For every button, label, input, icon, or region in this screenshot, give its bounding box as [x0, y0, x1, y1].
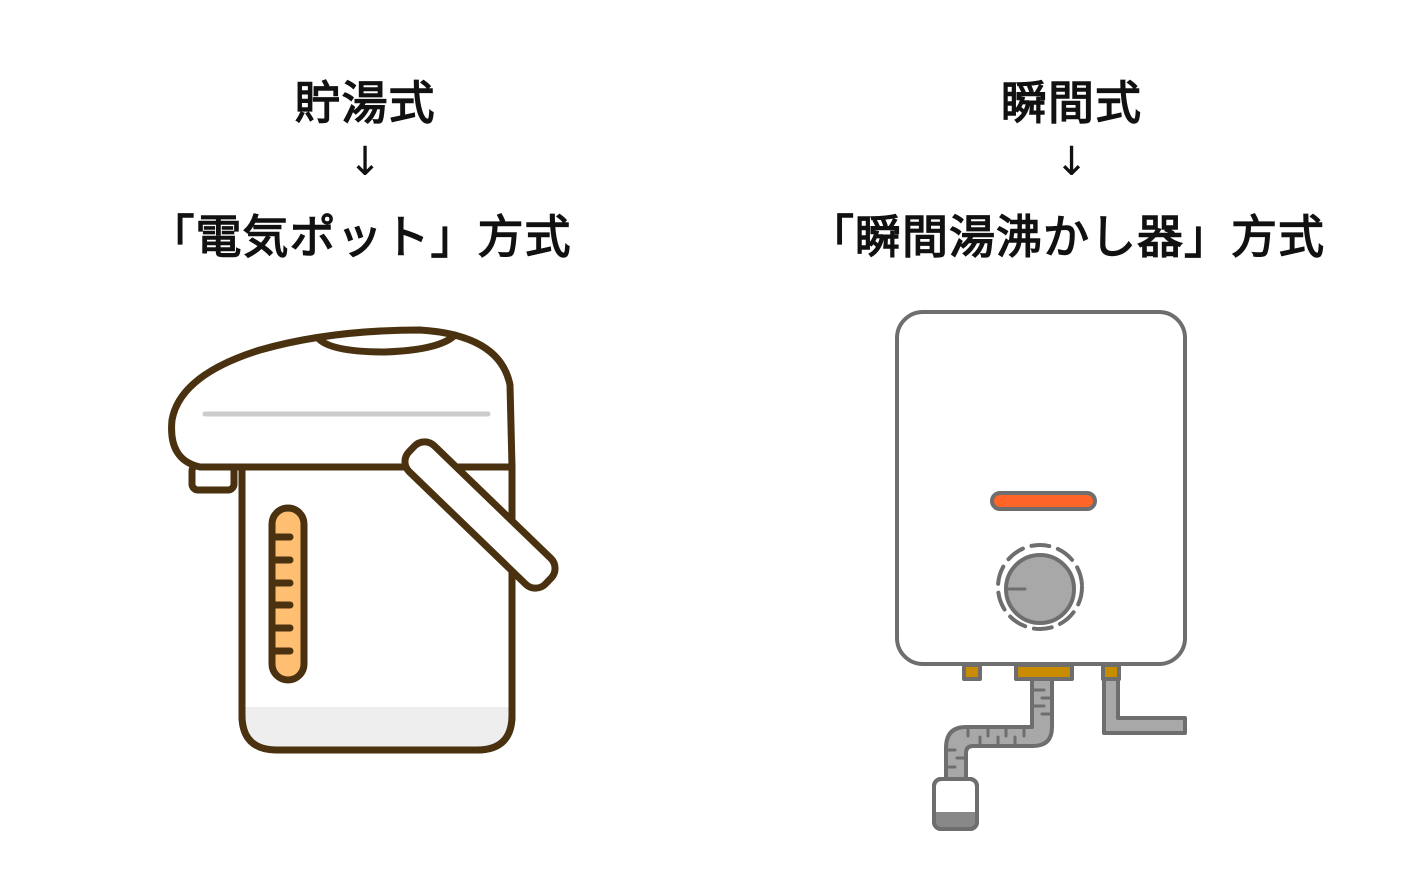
storage-method-label: 「電気ポット」方式 [148, 210, 572, 264]
down-arrow-icon: ↓ [348, 139, 382, 185]
instant-method-label: 「瞬間湯沸かし器」方式 [808, 210, 1325, 264]
electric-pot-icon [168, 326, 559, 754]
instant-type-title: 瞬間式 [1001, 76, 1142, 130]
storage-type-title: 貯湯式 [294, 76, 436, 130]
instant-water-heater-icon [895, 310, 1187, 831]
down-arrow-icon: ↓ [1054, 139, 1089, 185]
